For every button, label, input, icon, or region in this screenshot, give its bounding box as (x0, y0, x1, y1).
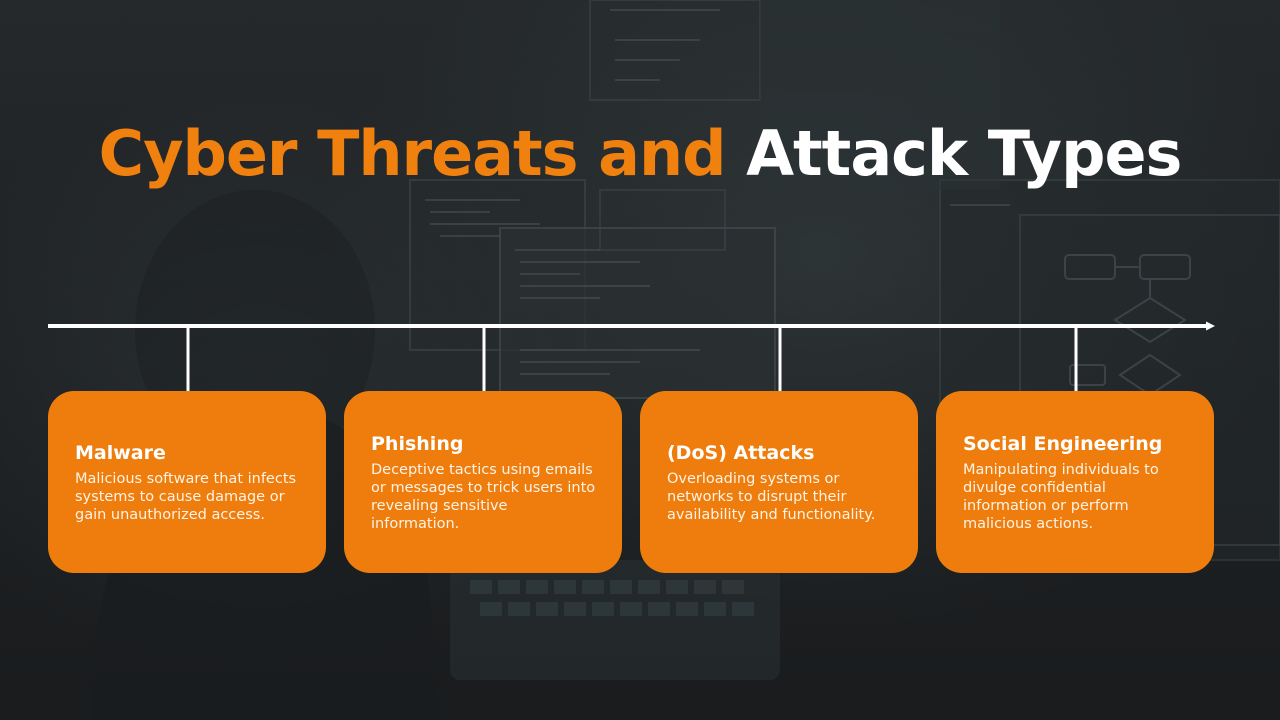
card-description: Overloading systems or networks to disru… (667, 470, 876, 523)
card-title: Malware (75, 441, 166, 464)
card-social-engineering: Social Engineering Manipulating individu… (936, 391, 1214, 573)
title-accent-text: Cyber Threats and (98, 117, 727, 190)
title-main-text: Attack Types (746, 117, 1182, 190)
card-description: Malicious software that infects systems … (75, 470, 297, 523)
card-description: Deceptive tactics using emails or messag… (371, 461, 596, 532)
slide-title: Cyber Threats and Attack Types (0, 116, 1280, 192)
card-dos-attacks: (DoS) Attacks Overloading systems or net… (640, 391, 918, 573)
card-title: (DoS) Attacks (667, 441, 815, 464)
card-title: Phishing (371, 432, 464, 455)
card-title: Social Engineering (963, 432, 1163, 455)
card-description: Manipulating individuals to divulge conf… (963, 461, 1159, 532)
timeline-arrow (48, 321, 1215, 391)
card-malware: Malware Malicious software that infects … (48, 391, 326, 573)
timeline-arrowhead (1206, 321, 1215, 331)
card-phishing: Phishing Deceptive tactics using emails … (344, 391, 622, 573)
